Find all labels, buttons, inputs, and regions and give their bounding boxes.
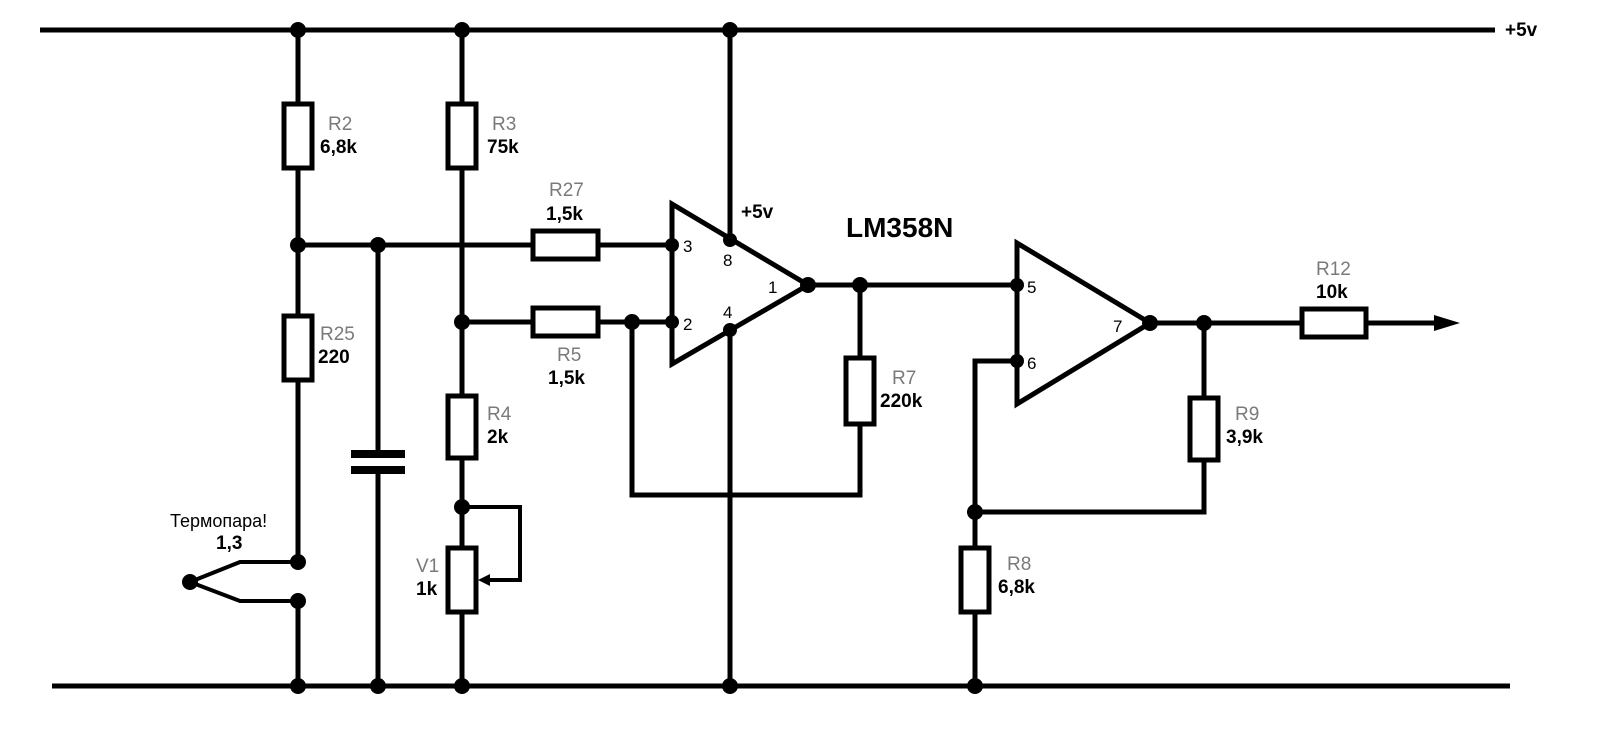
r7-value: 220k [880, 391, 923, 412]
resistor-r5 [530, 305, 601, 339]
v1-ref: V1 [416, 556, 439, 577]
r27-value: 1,5k [546, 204, 583, 225]
opamp1-pin-out: 1 [768, 278, 777, 297]
r12-value: 10k [1316, 282, 1348, 303]
r5-value: 1,5k [548, 368, 585, 389]
opamp-1 [669, 30, 813, 686]
output-arrow [1434, 315, 1460, 331]
r9-ref: R9 [1235, 404, 1259, 425]
net-opamp2-minus [972, 358, 1017, 548]
r2-value: 6,8k [320, 137, 357, 158]
resistor-r3 [445, 101, 479, 171]
resistor-r8 [958, 545, 992, 615]
resistor-r9 [1187, 395, 1221, 463]
opamp1-supply-label: +5v [741, 202, 774, 223]
chip-name: LM358N [846, 212, 953, 243]
r25-value: 220 [318, 347, 350, 368]
feedback-loop-opamp2 [975, 460, 1207, 515]
opamp1-pin-gnd: 4 [723, 303, 732, 322]
r8-ref: R8 [1007, 554, 1031, 575]
r12-ref: R12 [1316, 259, 1351, 280]
resistor-r25 [281, 313, 315, 383]
r5-ref: R5 [557, 345, 581, 366]
junction-dots [290, 22, 1212, 694]
r3-ref: R3 [492, 114, 516, 135]
r9-value: 3,9k [1226, 427, 1263, 448]
thermocouple-value: 1,3 [216, 533, 242, 554]
vcc-rail-label: +5v [1505, 20, 1538, 41]
thermocouple-symbol [182, 560, 298, 603]
resistor-r4 [445, 393, 479, 461]
r2-ref: R2 [328, 114, 352, 135]
opamp-2 [1014, 238, 1155, 409]
r7-ref: R7 [892, 368, 916, 389]
v1-wiper [462, 505, 522, 586]
resistor-r7 [843, 355, 877, 427]
resistor-r2 [281, 101, 315, 171]
opamp1-pin-minus: 2 [683, 315, 692, 334]
r4-ref: R4 [487, 404, 512, 425]
capacitor [351, 245, 405, 686]
opamp2-pin-plus: 5 [1027, 278, 1036, 297]
r3-value: 75k [487, 137, 519, 158]
r25-ref: R25 [320, 324, 355, 345]
opamp2-pin-minus: 6 [1027, 354, 1036, 373]
opamp2-pin-out: 7 [1113, 317, 1122, 336]
r8-value: 6,8k [998, 577, 1035, 598]
r27-ref: R27 [549, 180, 584, 201]
opamp1-pin-plus: 3 [683, 237, 692, 256]
potentiometer-v1 [445, 545, 479, 615]
feedback-loop-opamp1 [629, 322, 863, 498]
resistor-r12 [1299, 306, 1369, 340]
v1-value: 1k [416, 579, 438, 600]
opamp1-pin-vcc: 8 [723, 251, 732, 270]
resistor-r27 [530, 228, 601, 262]
thermocouple-label: Термопара! [170, 511, 267, 531]
r4-value: 2k [487, 427, 509, 448]
